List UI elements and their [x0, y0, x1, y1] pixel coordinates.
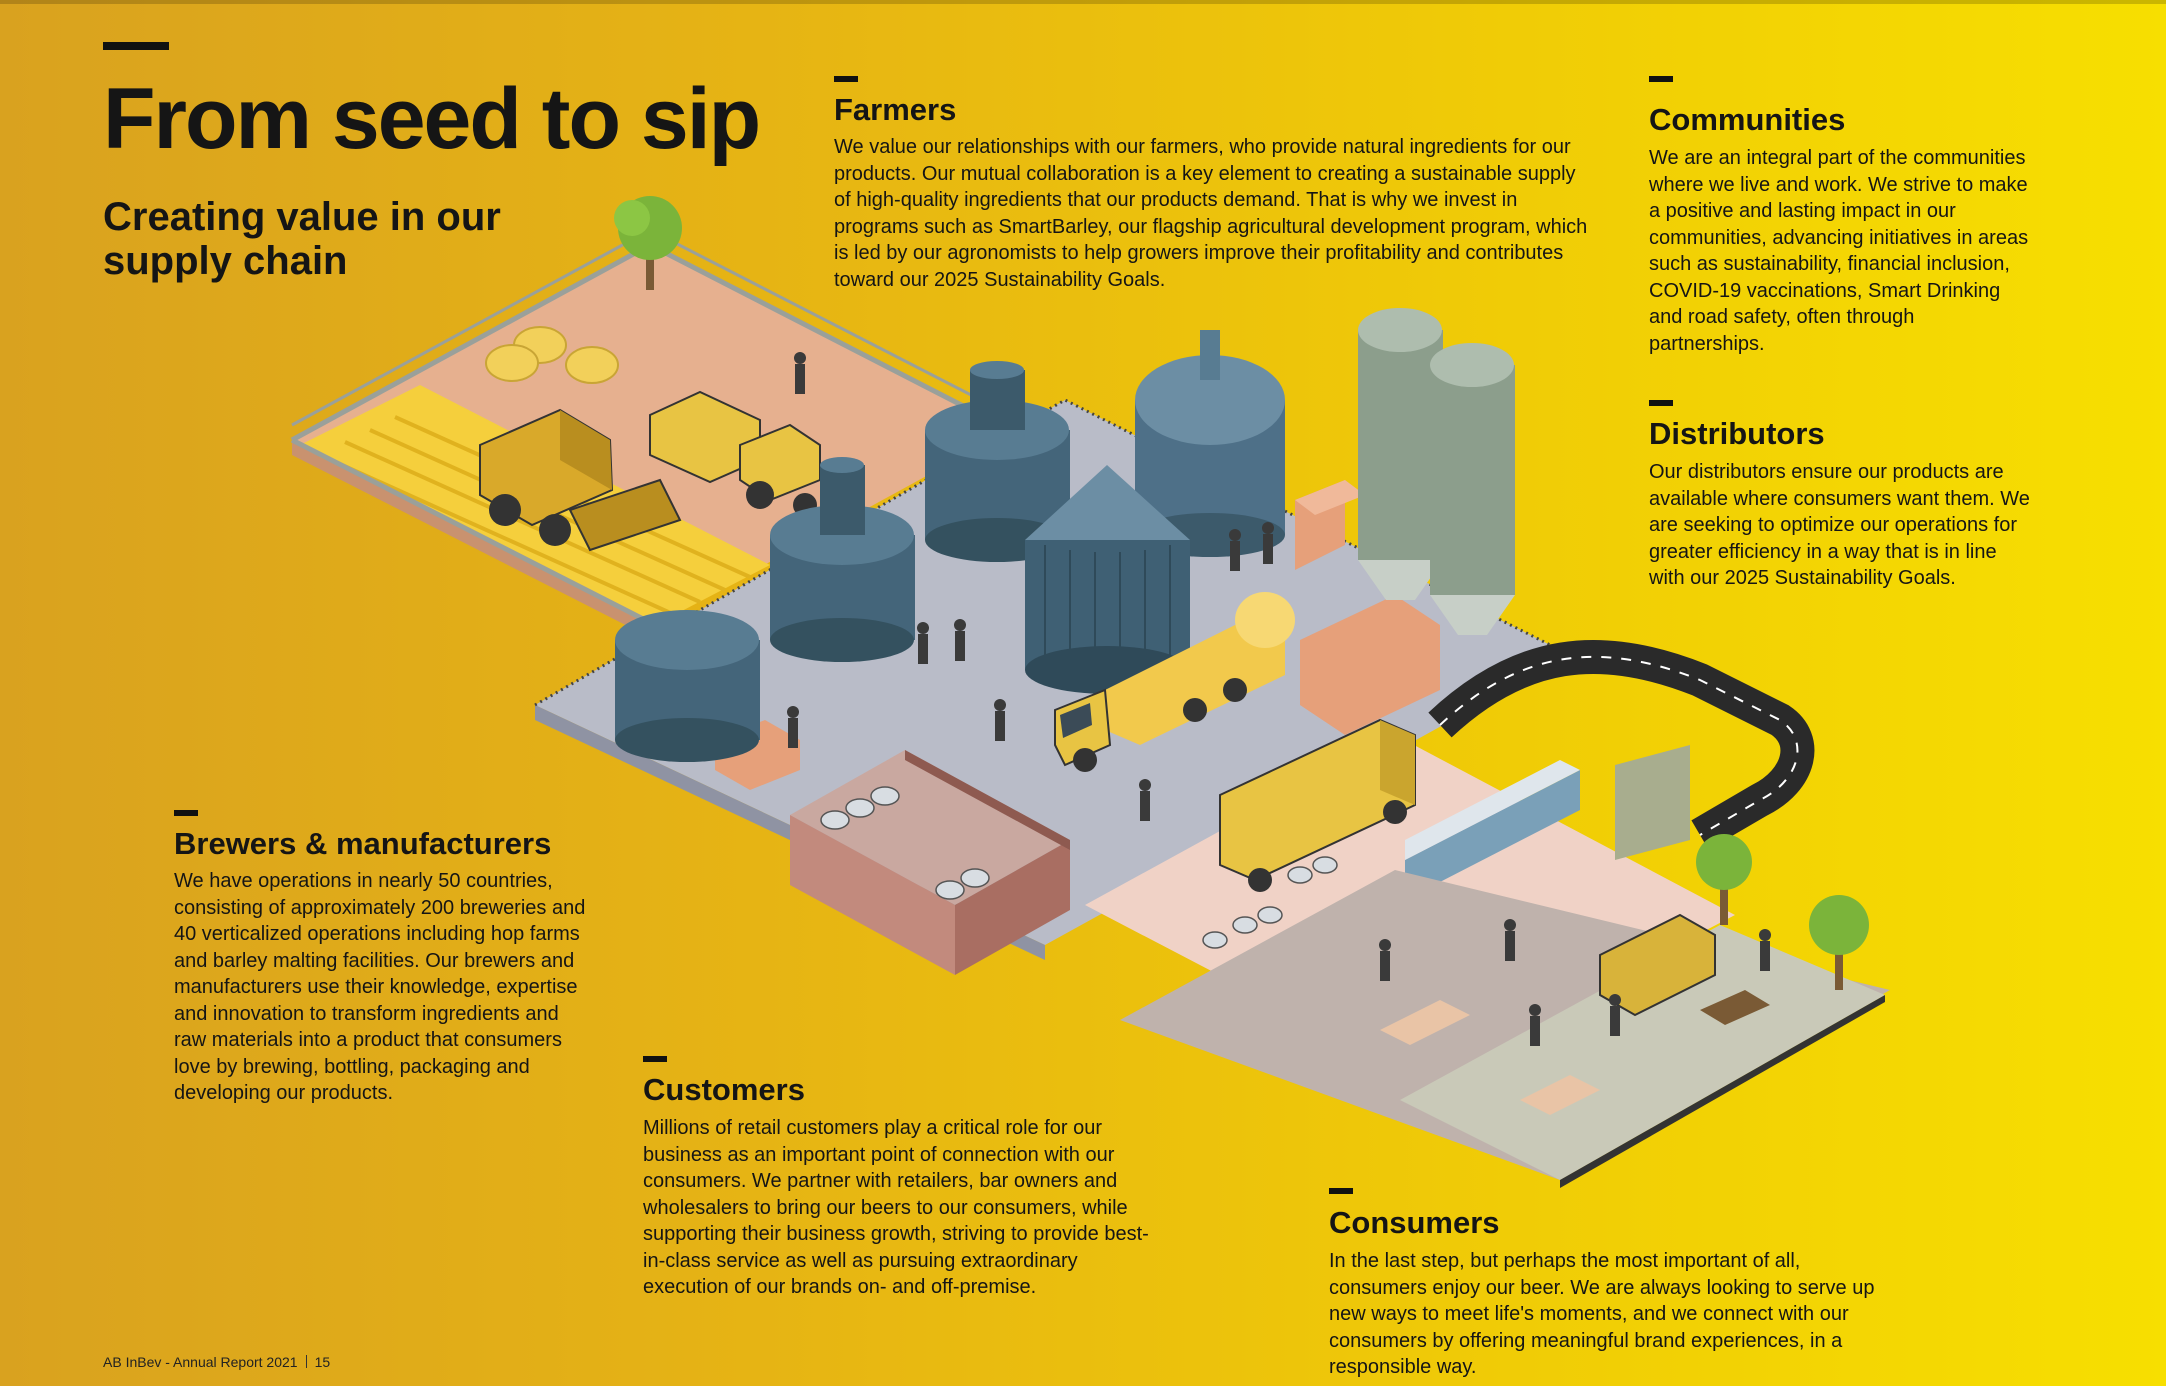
page-title: From seed to sip: [103, 71, 761, 167]
consumer-plaza: [1120, 834, 1890, 1188]
tanker-truck: [1054, 592, 1295, 772]
grain-silos: [1358, 308, 1515, 635]
people-figures: [787, 352, 1771, 1046]
customers-heading: Customers: [643, 1072, 805, 1107]
communities-heading: Communities: [1649, 102, 1846, 137]
communities-text: We are an integral part of the communiti…: [1649, 147, 2029, 355]
consumers-dash: [1329, 1188, 1353, 1194]
farmers-dash: [834, 76, 858, 82]
brewers-heading: Brewers & manufacturers: [174, 826, 552, 861]
page-subtitle: Creating value in our supply chain: [103, 195, 501, 283]
footer-separator: [305, 1355, 307, 1368]
page-footer: AB InBev - Annual Report 2021 15: [103, 1354, 330, 1370]
title-accent-dash: [103, 42, 169, 50]
keg-warehouse: [790, 750, 1070, 975]
consumers-heading: Consumers: [1329, 1205, 1500, 1240]
brewers-text: We have operations in nearly 50 countrie…: [174, 870, 586, 1104]
distributors-heading: Distributors: [1649, 416, 1825, 451]
customers-text: Millions of retail customers play a crit…: [643, 1117, 1149, 1298]
fermentation-tanks: [615, 330, 1285, 762]
farm-field: [290, 196, 1012, 640]
brewers-dash: [174, 810, 198, 816]
customers-dash: [643, 1056, 667, 1062]
footer-report-name: AB InBev - Annual Report 2021: [103, 1354, 298, 1370]
communities-dash: [1649, 76, 1673, 82]
top-rule: [0, 0, 2166, 4]
consumers-text: In the last step, but perhaps the most i…: [1329, 1250, 1875, 1378]
farmers-text: We value our relationships with our farm…: [834, 136, 1588, 291]
distributors-dash: [1649, 400, 1673, 406]
distributors-text: Our distributors ensure our products are…: [1649, 461, 2030, 589]
farmers-heading: Farmers: [834, 92, 957, 127]
footer-page-number: 15: [314, 1354, 331, 1370]
